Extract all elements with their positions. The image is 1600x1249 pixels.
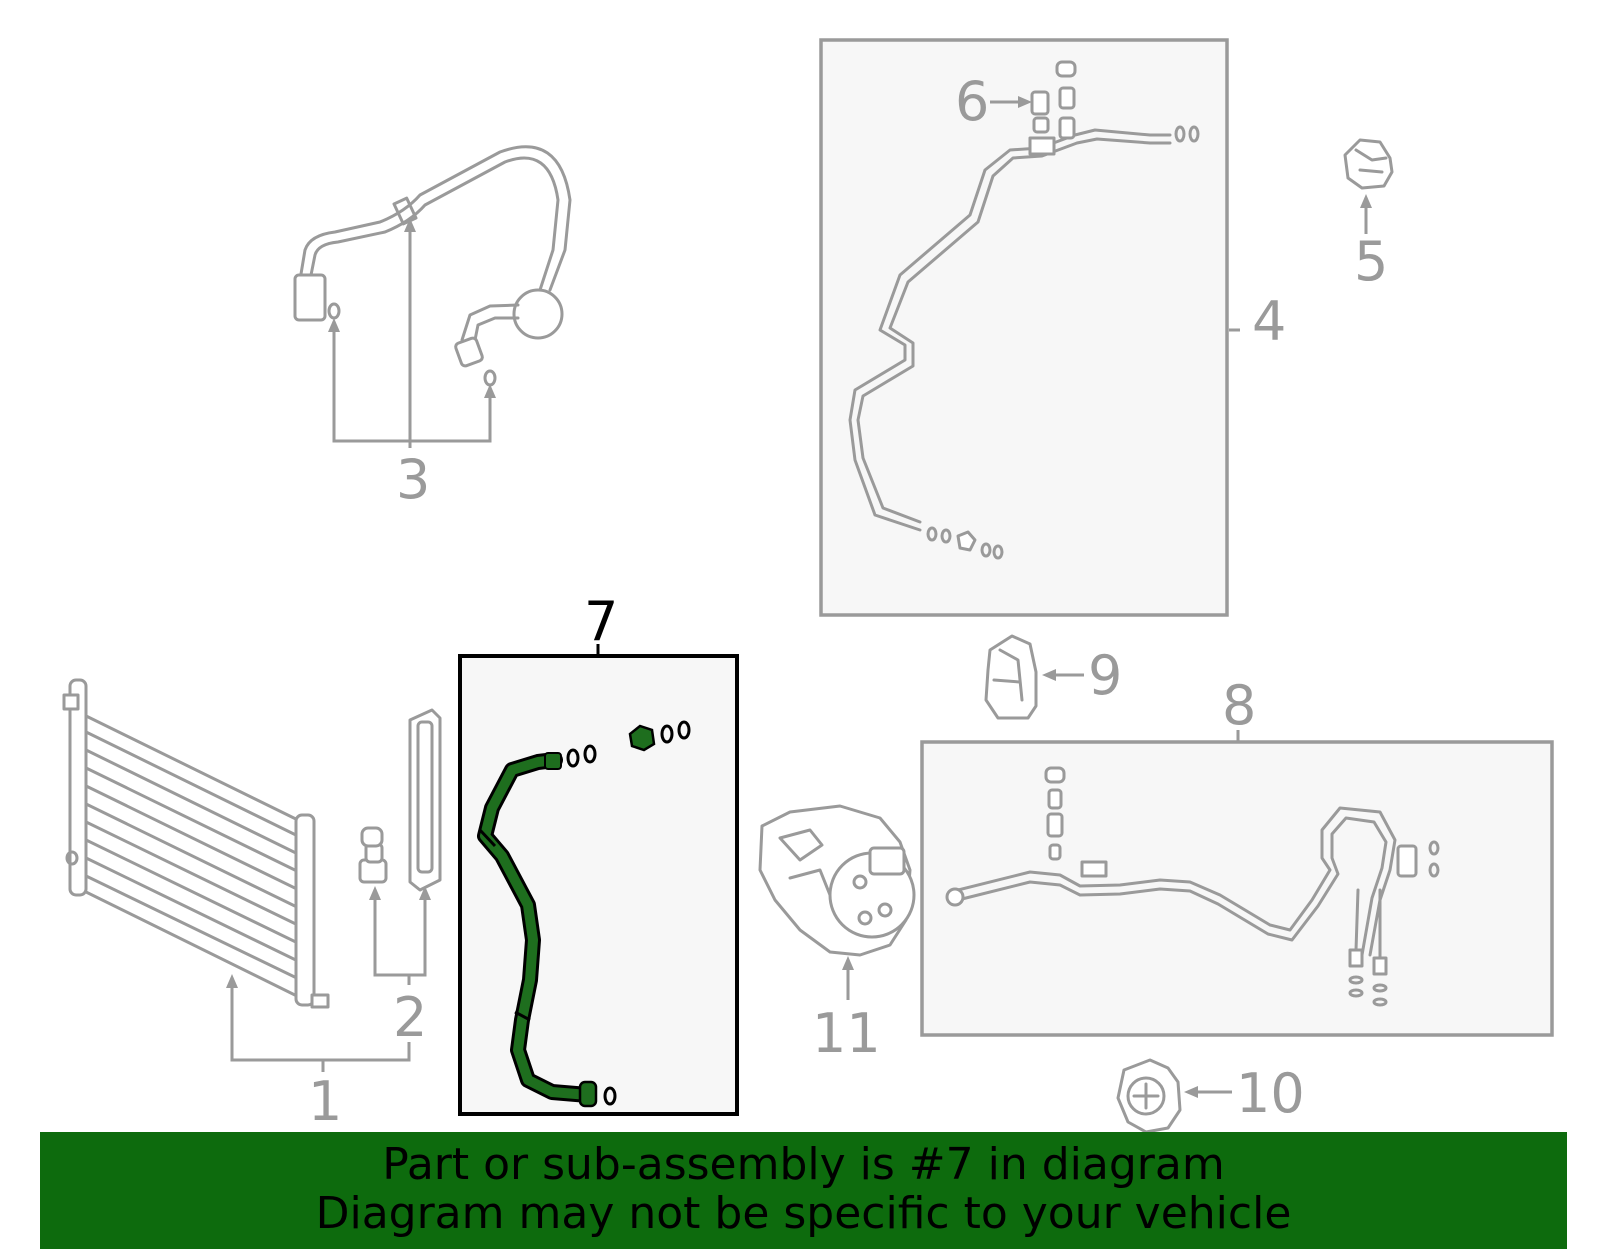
callout-8: 8 bbox=[1222, 674, 1256, 737]
part-2-leaders bbox=[369, 886, 431, 985]
part-10-part bbox=[1116, 1058, 1232, 1134]
part-9-bracket bbox=[984, 634, 1084, 720]
part-3-leaders bbox=[328, 218, 496, 448]
part-6-leader bbox=[990, 96, 1032, 108]
callout-2: 2 bbox=[393, 986, 427, 1049]
callout-4: 4 bbox=[1252, 290, 1286, 353]
part-3-hose bbox=[293, 145, 572, 387]
callout-11: 11 bbox=[812, 1002, 881, 1065]
part-2-drier bbox=[358, 708, 442, 892]
callout-9: 9 bbox=[1088, 644, 1122, 707]
part-7-box bbox=[458, 654, 739, 1116]
callout-5: 5 bbox=[1354, 230, 1388, 293]
banner-line-1: Part or sub-assembly is #7 in diagram bbox=[382, 1139, 1225, 1190]
part-1-condenser bbox=[62, 678, 330, 1009]
part-4-line bbox=[848, 60, 1200, 560]
part-8-lines bbox=[945, 766, 1440, 1007]
info-banner: Part or sub-assembly is #7 in diagram Di… bbox=[40, 1132, 1567, 1249]
callout-3: 3 bbox=[396, 448, 430, 511]
part-7-hose[interactable] bbox=[477, 720, 691, 1108]
part-1-leaders bbox=[226, 974, 411, 1072]
callout-1: 1 bbox=[308, 1070, 342, 1133]
part-5-fitting bbox=[1343, 138, 1394, 234]
callout-7: 7 bbox=[584, 590, 618, 653]
banner-line-2: Diagram may not be specific to your vehi… bbox=[315, 1188, 1292, 1239]
callout-6: 6 bbox=[955, 70, 989, 133]
part-11-compressor bbox=[758, 804, 916, 1000]
callout-10: 10 bbox=[1236, 1062, 1305, 1125]
part-8-box bbox=[920, 740, 1554, 1037]
